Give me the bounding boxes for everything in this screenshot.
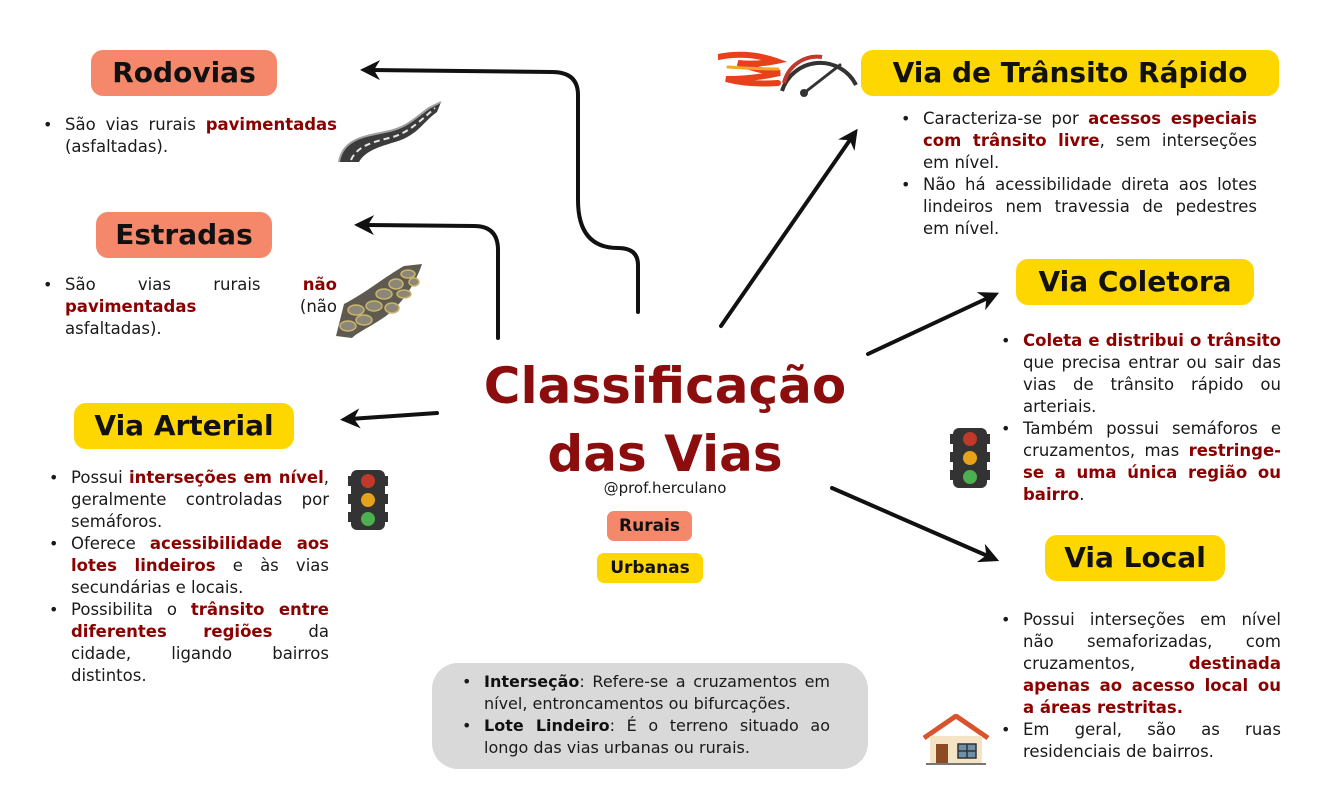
arterial-bullet-2: Oferece acessibilidade aos lotes lindeir…	[71, 533, 329, 599]
main-title: Classificação das Vias	[420, 352, 910, 488]
coletora-text: Coleta e distribui o trânsito que precis…	[995, 330, 1281, 506]
rodovias-bullet-1: São vias rurais pavimentadas (asfaltadas…	[65, 114, 337, 158]
local-text: Possui interseções em nível não semafori…	[995, 609, 1281, 763]
local-heading: Via Local	[1045, 535, 1225, 581]
rodovias-heading: Rodovias	[91, 50, 277, 96]
house-icon	[920, 714, 992, 766]
coletora-heading: Via Coletora	[1016, 259, 1254, 305]
speedometer-icon	[718, 43, 858, 99]
author-handle: @prof.herculano	[560, 479, 770, 497]
rapido-bullet-2: Não há acessibilidade direta aos lotes l…	[923, 174, 1257, 240]
tag-rurais: Rurais	[607, 511, 692, 541]
tag-urbanas: Urbanas	[597, 553, 703, 583]
traffic-light-icon	[950, 428, 990, 488]
glossary-text: Interseção: Refere-se a cruzamentos em n…	[456, 671, 830, 759]
traffic-light-icon	[348, 470, 388, 530]
arrow-to-local	[832, 488, 990, 557]
arterial-text: Possui interseções em nível, geralmente …	[43, 467, 329, 687]
glossary-item-1: Interseção: Refere-se a cruzamentos em n…	[484, 671, 830, 715]
cobblestone-road-icon	[334, 262, 424, 340]
local-bullet-2: Em geral, são as ruas residenciais de ba…	[1023, 719, 1281, 763]
local-bullet-1: Possui interseções em nível não semafori…	[1023, 609, 1281, 719]
rapido-bullet-1: Caracteriza-se por acessos especiais com…	[923, 108, 1257, 174]
arrow-to-rapido	[721, 137, 852, 326]
arterial-heading: Via Arterial	[74, 403, 294, 449]
glossary-item-2: Lote Lindeiro: É o terreno situado ao lo…	[484, 715, 830, 759]
road-icon	[337, 98, 442, 164]
coletora-bullet-1: Coleta e distribui o trânsito que precis…	[1023, 330, 1281, 418]
coletora-bullet-2: Também possui semáforos e cruzamentos, m…	[1023, 418, 1281, 506]
main-title-line2: das Vias	[420, 420, 910, 488]
arrow-to-coletora	[868, 297, 990, 354]
arterial-bullet-3: Possibilita o trânsito entre diferentes …	[71, 599, 329, 687]
arterial-bullet-1: Possui interseções em nível, geralmente …	[71, 467, 329, 533]
rapido-text: Caracteriza-se por acessos especiais com…	[895, 108, 1257, 240]
rodovias-text: São vias rurais pavimentadas (asfaltadas…	[37, 114, 337, 158]
estradas-bullet-1: São vias rurais não pavimentadas (não as…	[65, 274, 337, 340]
estradas-heading: Estradas	[96, 212, 272, 258]
main-title-line1: Classificação	[420, 352, 910, 420]
rapido-heading: Via de Trânsito Rápido	[861, 50, 1279, 96]
estradas-text: São vias rurais não pavimentadas (não as…	[37, 274, 337, 340]
